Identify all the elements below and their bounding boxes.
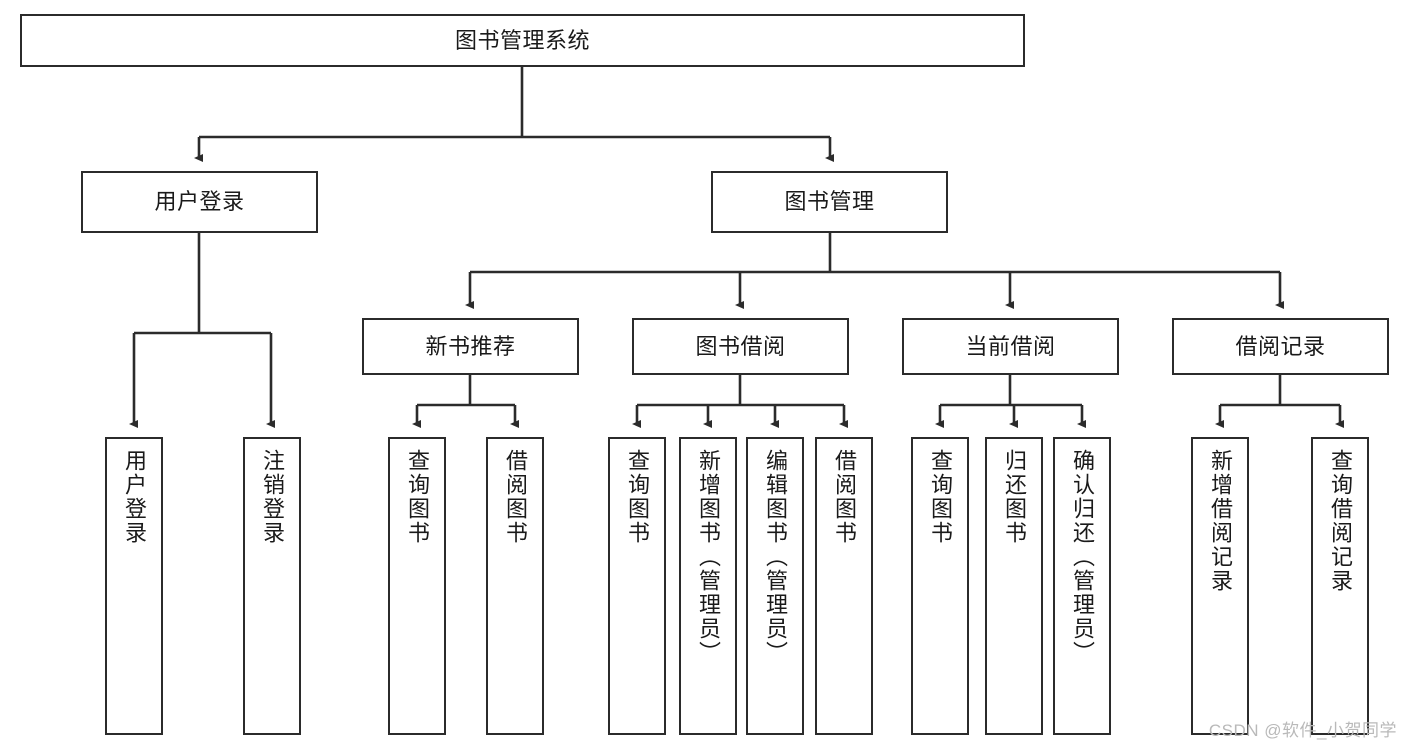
node-user-login[interactable]: 用户登录 — [81, 171, 318, 233]
node-root[interactable]: 图书管理系统 — [20, 14, 1025, 67]
node-new-book-recommend[interactable]: 新书推荐 — [362, 318, 579, 375]
node-leaf-edit-book[interactable]: 编辑图书（管理员） — [746, 437, 804, 735]
node-leaf-logout[interactable]: 注销登录 — [243, 437, 301, 735]
node-borrow-records[interactable]: 借阅记录 — [1172, 318, 1389, 375]
node-leaf-user-login-label: 用户登录 — [121, 449, 147, 545]
node-leaf-query-book-3[interactable]: 查询图书 — [911, 437, 969, 735]
node-leaf-add-record[interactable]: 新增借阅记录 — [1191, 437, 1249, 735]
watermark: CSDN @软件_小贺同学 — [1208, 721, 1397, 740]
node-leaf-query-record-label: 查询借阅记录 — [1327, 449, 1353, 593]
node-leaf-borrow-book-2-label: 借阅图书 — [831, 449, 857, 545]
node-leaf-confirm-return[interactable]: 确认归还（管理员） — [1053, 437, 1111, 735]
node-book-management-label: 图书管理 — [784, 189, 875, 215]
node-leaf-logout-label: 注销登录 — [259, 449, 285, 545]
node-leaf-query-record[interactable]: 查询借阅记录 — [1311, 437, 1369, 735]
node-leaf-borrow-book-2[interactable]: 借阅图书 — [815, 437, 873, 735]
node-leaf-query-book-1[interactable]: 查询图书 — [388, 437, 446, 735]
node-book-management[interactable]: 图书管理 — [711, 171, 948, 233]
node-book-borrow[interactable]: 图书借阅 — [632, 318, 849, 375]
node-leaf-borrow-book-1[interactable]: 借阅图书 — [486, 437, 544, 735]
node-leaf-edit-book-label: 编辑图书（管理员） — [762, 449, 788, 665]
node-leaf-query-book-1-label: 查询图书 — [404, 449, 430, 545]
node-leaf-add-book[interactable]: 新增图书（管理员） — [679, 437, 737, 735]
node-new-book-recommend-label: 新书推荐 — [425, 333, 516, 359]
node-user-login-label: 用户登录 — [154, 189, 245, 215]
node-leaf-borrow-book-1-label: 借阅图书 — [502, 449, 528, 545]
node-root-label: 图书管理系统 — [454, 27, 590, 53]
node-leaf-confirm-return-label: 确认归还（管理员） — [1069, 449, 1095, 665]
node-leaf-user-login[interactable]: 用户登录 — [105, 437, 163, 735]
node-book-borrow-label: 图书借阅 — [695, 333, 786, 359]
node-leaf-return-book[interactable]: 归还图书 — [985, 437, 1043, 735]
node-leaf-query-book-2[interactable]: 查询图书 — [608, 437, 666, 735]
node-leaf-return-book-label: 归还图书 — [1001, 449, 1027, 545]
node-leaf-add-record-label: 新增借阅记录 — [1207, 449, 1233, 593]
node-leaf-add-book-label: 新增图书（管理员） — [695, 449, 721, 665]
node-current-borrow-label: 当前借阅 — [965, 333, 1056, 359]
node-leaf-query-book-3-label: 查询图书 — [927, 449, 953, 545]
node-borrow-records-label: 借阅记录 — [1235, 333, 1326, 359]
node-leaf-query-book-2-label: 查询图书 — [624, 449, 650, 545]
node-current-borrow[interactable]: 当前借阅 — [902, 318, 1119, 375]
